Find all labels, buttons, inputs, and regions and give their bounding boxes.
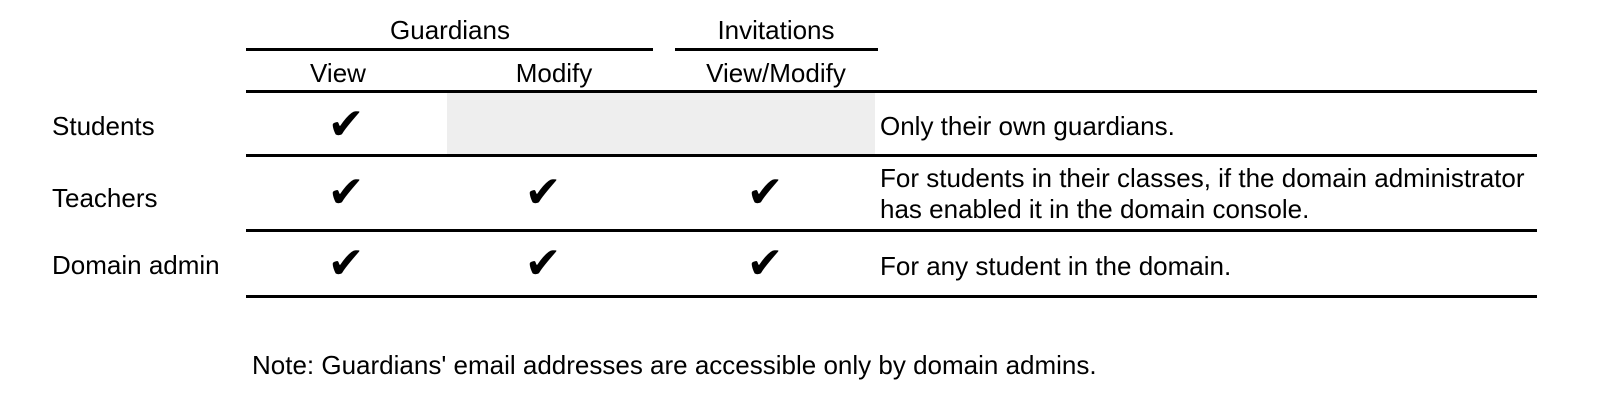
teachers-row-rule <box>246 229 1537 232</box>
row-label-teachers: Teachers <box>52 183 158 213</box>
row-label-students: Students <box>52 111 155 141</box>
header-bottom-rule <box>246 90 1537 93</box>
teachers-guardians-modify-check-icon: ✔ <box>524 167 562 218</box>
domain-admin-invitations-view-modify-check-icon: ✔ <box>746 238 784 289</box>
column-header-modify: Modify <box>515 58 593 88</box>
teachers-invitations-view-modify-check-icon: ✔ <box>746 167 784 218</box>
row-label-domain-admin: Domain admin <box>52 250 220 280</box>
column-header-view-modify: View/Modify <box>706 58 846 88</box>
students-no-access-shaded-cell <box>447 93 875 154</box>
column-header-view: View <box>310 58 366 88</box>
domain-admin-note: For any student in the domain. <box>880 251 1232 281</box>
guardians-underline <box>246 48 653 51</box>
teachers-guardians-view-check-icon: ✔ <box>327 167 365 218</box>
domain-admin-row-rule <box>246 295 1537 298</box>
domain-admin-guardians-view-check-icon: ✔ <box>327 238 365 289</box>
footnote: Note: Guardians' email addresses are acc… <box>252 350 1097 380</box>
domain-admin-guardians-modify-check-icon: ✔ <box>524 238 562 289</box>
group-header-invitations: Invitations <box>717 15 835 45</box>
invitations-underline <box>675 48 878 51</box>
students-note: Only their own guardians. <box>880 111 1175 141</box>
group-header-guardians: Guardians <box>390 15 510 45</box>
students-row-rule <box>246 154 1537 157</box>
teachers-note: For students in their classes, if the do… <box>880 163 1525 224</box>
students-guardians-view-check-icon: ✔ <box>327 99 365 150</box>
